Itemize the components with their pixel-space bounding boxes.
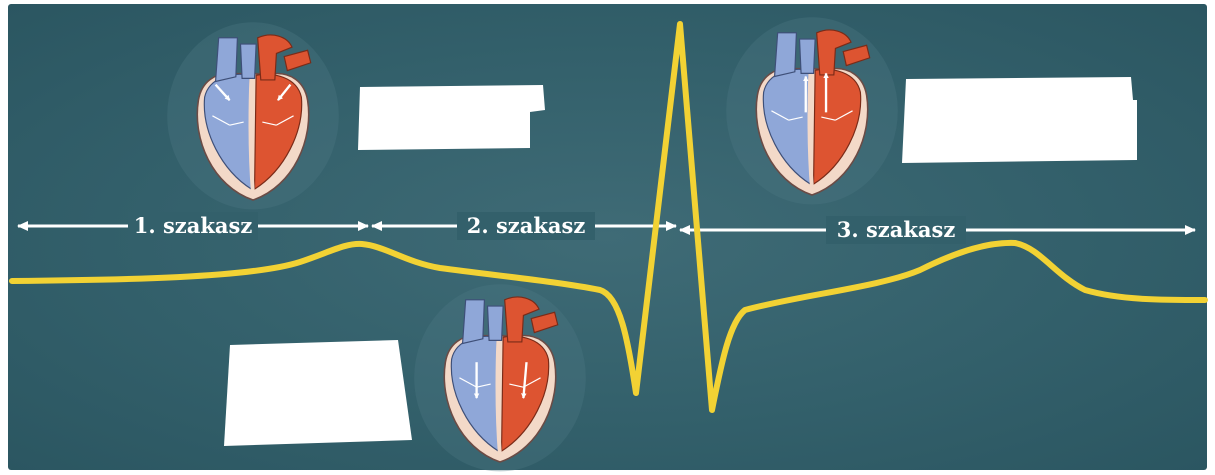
answer-box-2[interactable] [224, 340, 412, 446]
heart-diagram-1 [167, 22, 339, 209]
stage-1-label: 1. szakasz [134, 213, 253, 238]
heart-diagram-2 [414, 284, 586, 471]
answer-box-1[interactable] [358, 85, 545, 150]
stage-2-label: 2. szakasz [467, 213, 586, 238]
answer-box-3[interactable] [902, 77, 1137, 163]
stage-3-label: 3. szakasz [837, 217, 956, 242]
heart-diagram-3 [726, 17, 898, 204]
